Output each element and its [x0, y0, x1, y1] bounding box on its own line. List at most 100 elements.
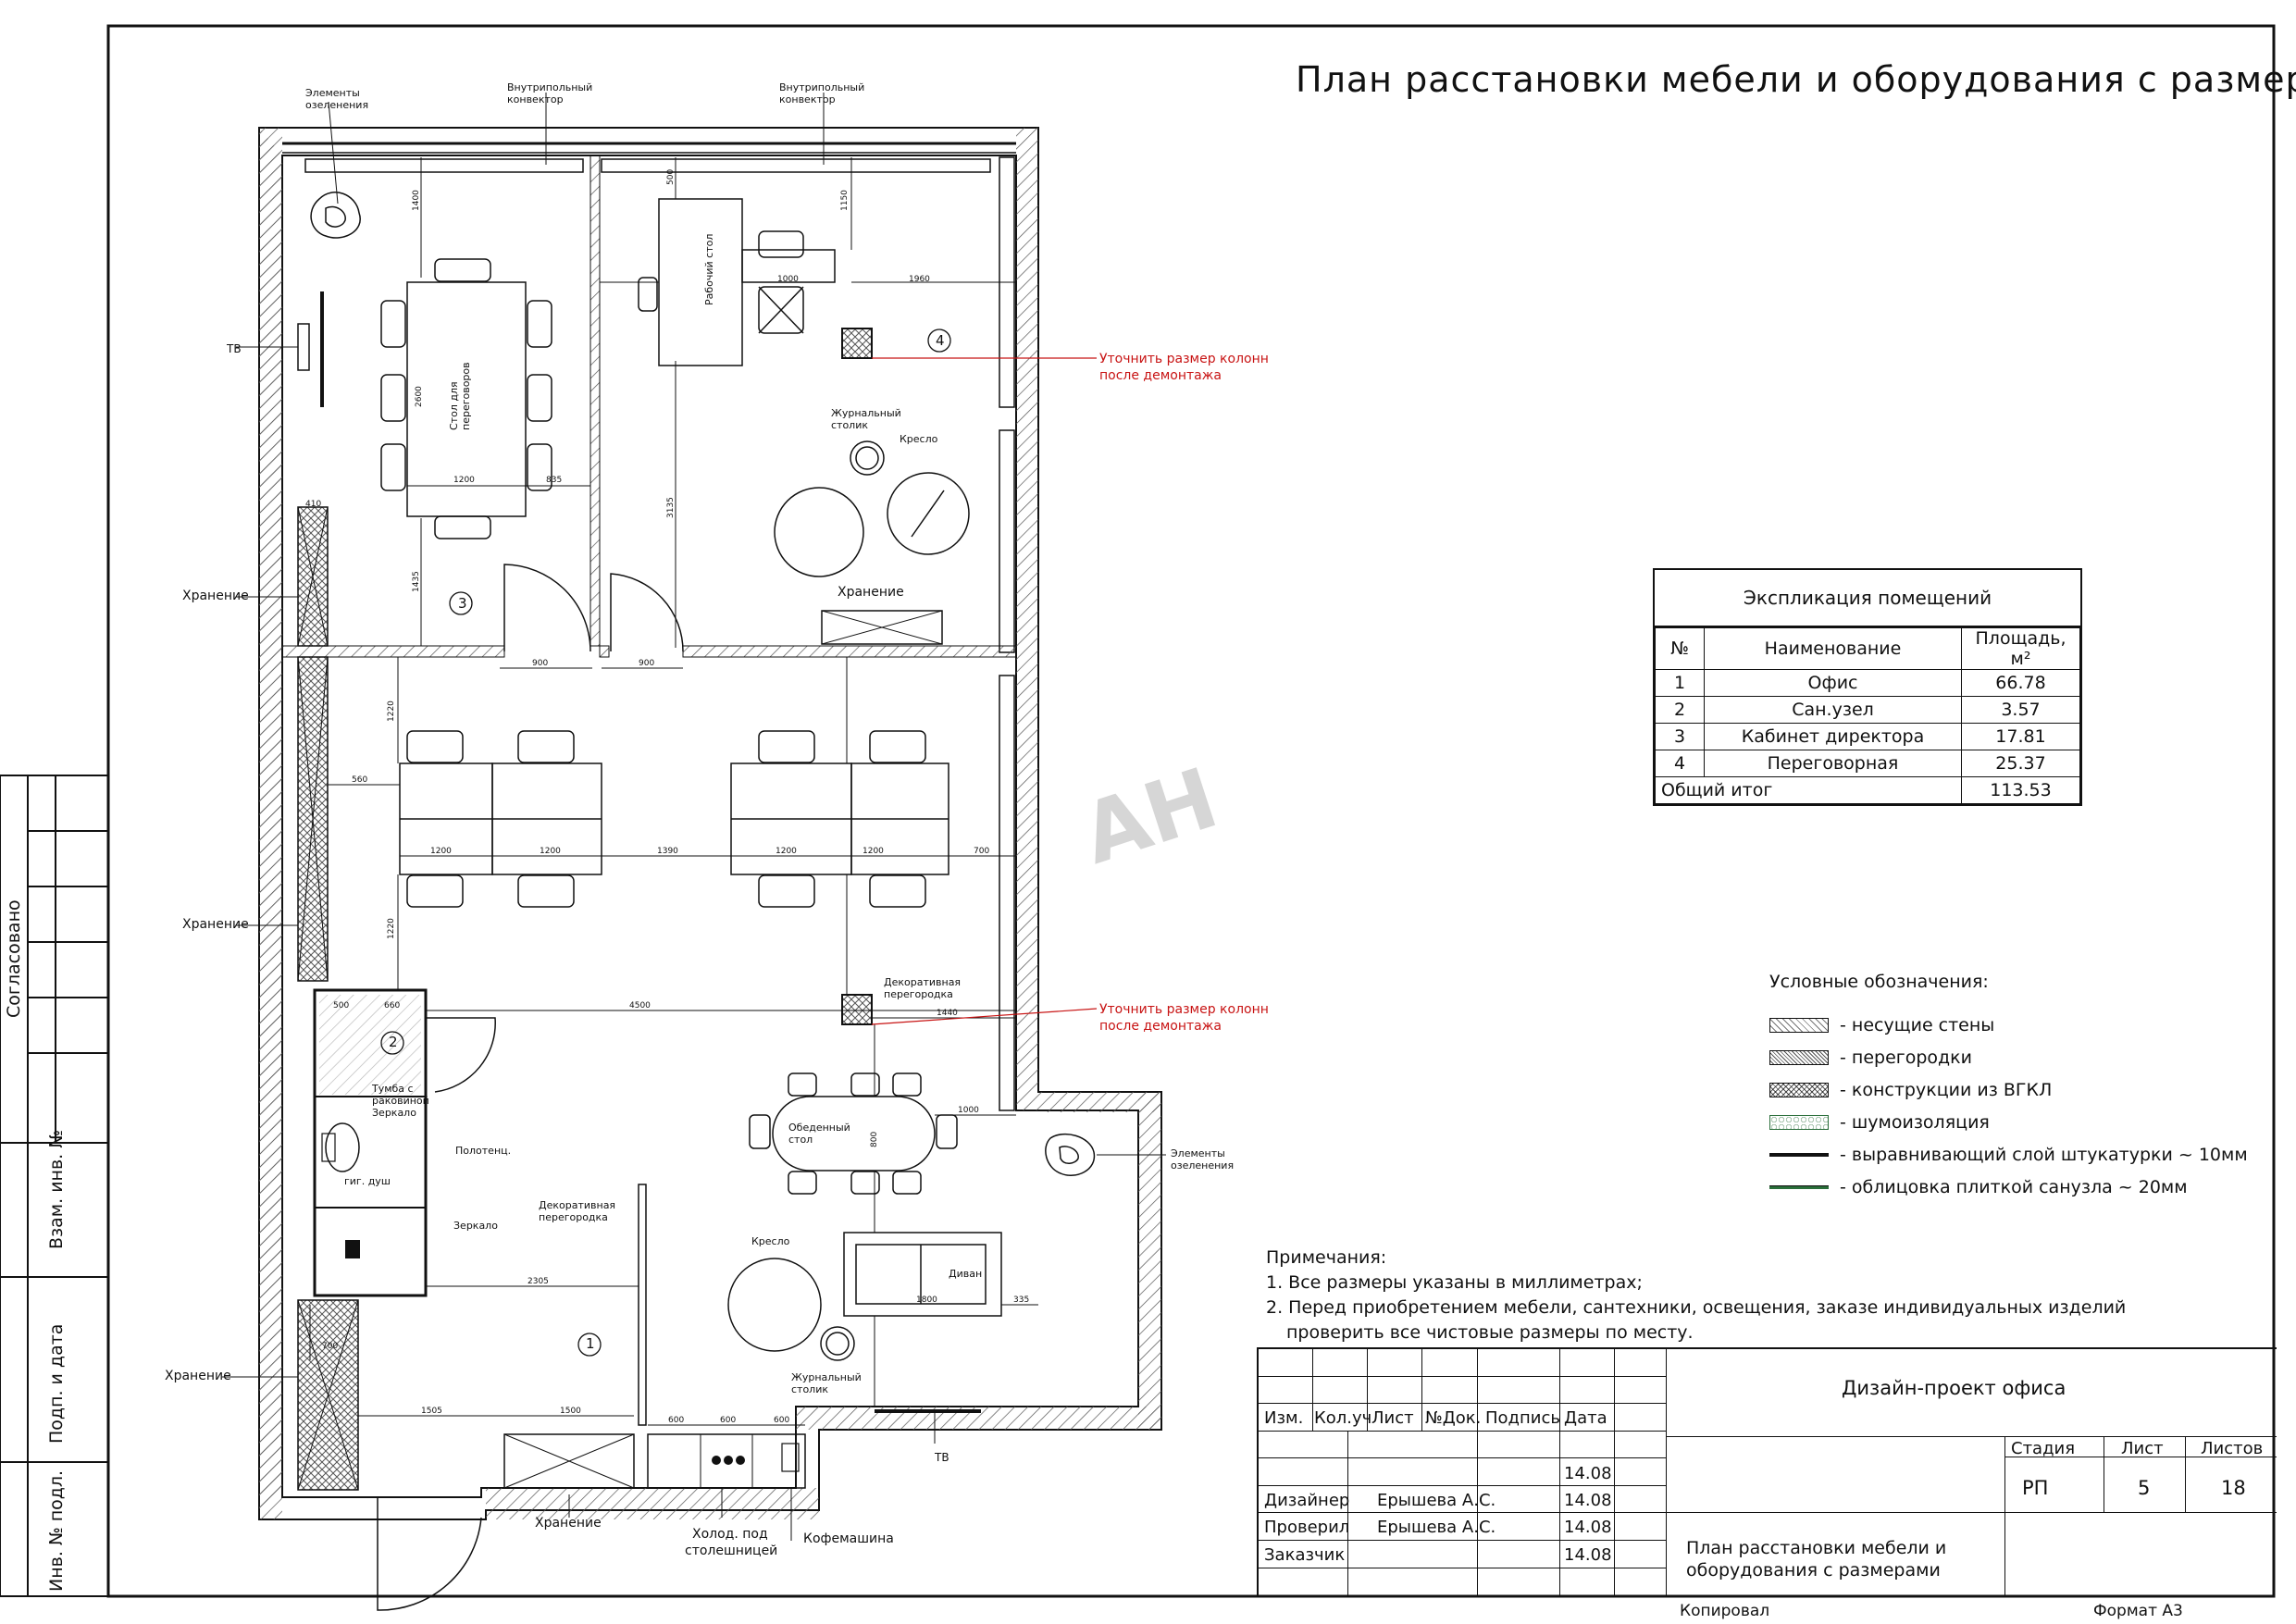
- sofa-label: Диван: [949, 1268, 983, 1280]
- stamp-agreed: Согласовано: [4, 899, 24, 1018]
- notes-heading: Примечания:: [1266, 1247, 1387, 1268]
- dimension-label: 1505: [421, 1407, 442, 1416]
- dimension-label: 2600: [415, 386, 424, 407]
- shower-label: гиг. душ: [344, 1175, 391, 1187]
- greens-label: Элементы озеленения: [1171, 1147, 1235, 1172]
- dimension-label: 700: [322, 1342, 339, 1351]
- dimension-label: 1800: [916, 1295, 937, 1305]
- tv-label: ТВ: [227, 342, 242, 355]
- cell-name: Офис: [1704, 669, 1962, 697]
- table-row: 2 Сан.узел 3.57: [1655, 696, 2080, 724]
- dimension-label: 1435: [412, 571, 421, 592]
- legend-item: - конструкции из ВГКЛ: [1769, 1073, 2248, 1106]
- notes-line: 1. Все размеры указаны в миллиметрах;: [1266, 1272, 1643, 1293]
- dimension-label: 1200: [430, 847, 452, 856]
- cell-number: 4: [1655, 750, 1705, 777]
- plan-furniture: [297, 192, 1096, 1413]
- col-label: Лист: [1371, 1408, 1414, 1428]
- fridge-label: Холод. под: [692, 1527, 768, 1542]
- towel-label: Полотенц.: [455, 1145, 512, 1157]
- dimension-label: 1200: [540, 847, 561, 856]
- cell-number: 2: [1655, 696, 1705, 724]
- col-label: №Док.: [1425, 1408, 1482, 1428]
- mirror-label: Зеркало: [453, 1220, 498, 1232]
- stamp-strip: [0, 775, 109, 1597]
- sheets-value: 18: [2221, 1477, 2246, 1499]
- coffee-table-label: Журнальный столик: [831, 407, 901, 431]
- name-cell: Ерышева А.С.: [1377, 1518, 1496, 1537]
- dimension-label: 1200: [453, 476, 475, 485]
- leaders: [222, 93, 1166, 1541]
- storage-label: Хранение: [165, 1369, 231, 1383]
- dimension-label: 1220: [387, 918, 396, 939]
- cell-area: 3.57: [1961, 696, 2080, 724]
- legend-label: - выравнивающий слой штукатурки ~ 10мм: [1840, 1144, 2248, 1165]
- table-row: 3 Кабинет директора 17.81: [1655, 723, 2080, 750]
- dimension-label: 410: [305, 500, 322, 509]
- table-header-row: № Наименование Площадь, м²: [1655, 627, 2080, 670]
- role-cell: Заказчик: [1264, 1545, 1346, 1565]
- dimension-label: 1220: [387, 700, 396, 722]
- dimension-label: 500: [666, 168, 676, 185]
- dimension-label: 335: [1013, 1295, 1030, 1305]
- dimension-label: 3135: [666, 497, 676, 518]
- dimension-label: 1500: [560, 1407, 581, 1416]
- work-table-label: Рабочий стол: [703, 233, 715, 305]
- dimension-label: 560: [352, 775, 368, 785]
- dimension-label: 835: [546, 476, 563, 485]
- vanity-label: Тумба с раковиной Зеркало: [372, 1083, 429, 1119]
- legend-heading: Условные обозначения:: [1769, 972, 1989, 992]
- role-cell: Дизайнер: [1264, 1491, 1350, 1510]
- date-cell: 14.08: [1564, 1518, 1612, 1537]
- stamp-sign-date: Подп. и дата: [46, 1323, 67, 1444]
- dimension-label: 1000: [958, 1106, 979, 1115]
- legend-label: - конструкции из ВГКЛ: [1840, 1079, 2053, 1100]
- page-title: План расстановки мебели и оборудования с…: [1296, 59, 2296, 100]
- col-label: Кол.уч: [1314, 1408, 1372, 1428]
- date-cell: 14.08: [1564, 1464, 1612, 1483]
- col-label: Дата: [1564, 1408, 1607, 1428]
- convector-label: Внутрипольный конвектор: [779, 81, 865, 105]
- convector-label: Внутрипольный конвектор: [507, 81, 593, 105]
- col-header: Наименование: [1704, 627, 1962, 670]
- legend: Условные обозначения: - несущие стены - …: [1769, 972, 2248, 1203]
- dimension-label: 800: [870, 1131, 879, 1147]
- sheet-value: 5: [2138, 1477, 2151, 1499]
- dimension-label: 500: [333, 1001, 350, 1010]
- bearing-wall-swatch-icon: [1769, 1017, 1829, 1033]
- dimension-label: 1390: [657, 847, 678, 856]
- fridge-label-2: столешницей: [685, 1543, 778, 1558]
- explication-caption: Экспликация помещений: [1655, 570, 2080, 627]
- column-note: Уточнить размер колонн: [1099, 352, 1269, 366]
- legend-label: - облицовка плиткой санузла ~ 20мм: [1840, 1176, 2188, 1197]
- dimension-label: 900: [532, 659, 549, 668]
- dimension-label: 4500: [629, 1001, 651, 1010]
- sheet-title-2: оборудования с размерами: [1686, 1560, 1941, 1581]
- armchair-label: Кресло: [751, 1235, 790, 1247]
- legend-label: - шумоизоляция: [1840, 1111, 1990, 1133]
- stage-label: Стадия: [2011, 1439, 2076, 1458]
- notes: Примечания: 1. Все размеры указаны в мил…: [1266, 1246, 2126, 1345]
- table-total-row: Общий итог 113.53: [1655, 776, 2080, 804]
- cell-number: 1: [1655, 669, 1705, 697]
- drywall-swatch-icon: [1769, 1082, 1829, 1097]
- sheet-label: Лист: [2121, 1439, 2164, 1458]
- title-block: Изм. Кол.уч Лист №Док. Подпись Дата 14.0…: [1257, 1347, 2277, 1597]
- notes-line: 2. Перед приобретением мебели, сантехник…: [1266, 1297, 2127, 1318]
- stamp-inv-replace: Взам. инв. №: [46, 1129, 67, 1249]
- room-number: 2: [389, 1034, 398, 1050]
- cell-number: 3: [1655, 723, 1705, 750]
- cell-name: Кабинет директора: [1704, 723, 1962, 750]
- dimension-label: 2305: [527, 1277, 549, 1286]
- storage-label: Хранение: [535, 1516, 602, 1531]
- dimension-label: 1200: [776, 847, 797, 856]
- dimension-label: 1200: [863, 847, 884, 856]
- dimension-label: 1400: [412, 190, 421, 211]
- legend-item: - облицовка плиткой санузла ~ 20мм: [1769, 1171, 2248, 1203]
- total-label: Общий итог: [1655, 776, 1962, 804]
- cell-area: 17.81: [1961, 723, 2080, 750]
- col-label: Подпись: [1485, 1408, 1560, 1428]
- stamp-inv-orig: Инв. № подл.: [46, 1469, 67, 1592]
- legend-item: - шумоизоляция: [1769, 1106, 2248, 1138]
- table-row: 4 Переговорная 25.37: [1655, 750, 2080, 777]
